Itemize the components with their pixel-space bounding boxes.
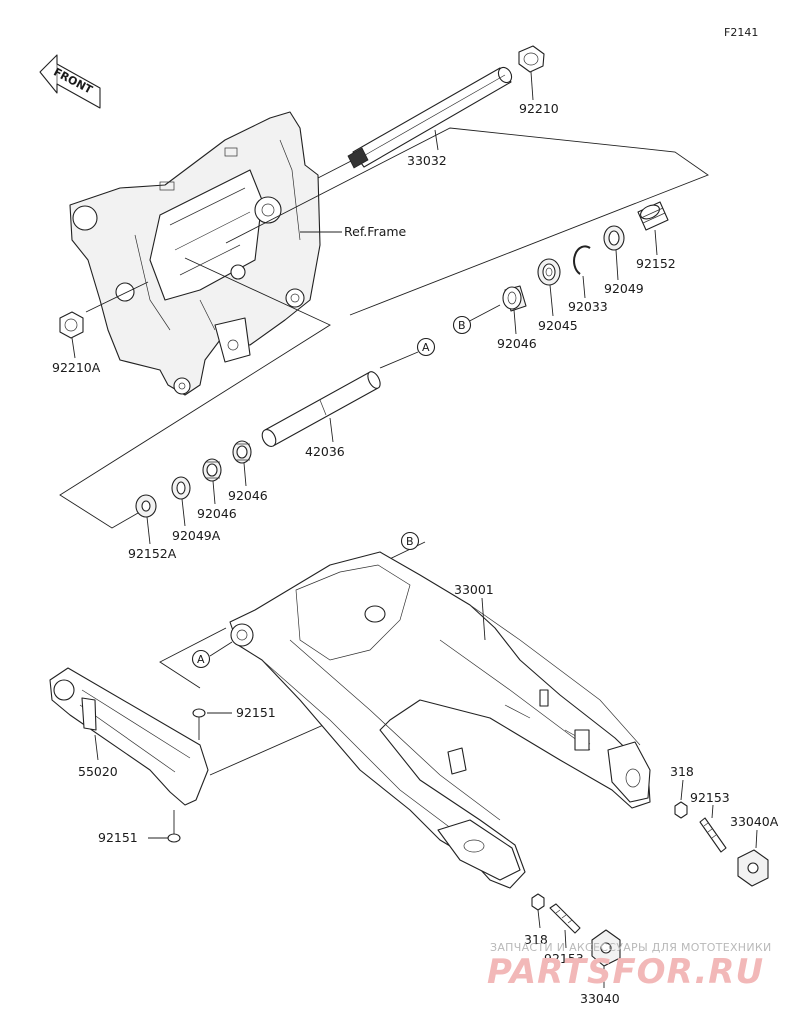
callout-a-lower-letter: A [197,653,205,666]
screw-92151-b-drawing [167,810,181,843]
part-label-92033: 92033 [568,299,608,314]
cap-92152-drawing [637,201,669,231]
callout-b-lower-letter: B [406,535,414,548]
part-label-318-a: 318 [670,764,694,779]
part-label-318-b: 318 [524,932,548,947]
part-label-92151-b: 92151 [98,830,138,845]
screw-92151-a-drawing [192,708,206,740]
part-label-92152A: 92152A [128,546,177,561]
bearing-92045-drawing [537,258,561,286]
part-label-92153-a: 92153 [690,790,730,805]
callout-a-upper-letter: A [422,341,430,354]
needle-bearing-92046-top-drawing [502,285,527,312]
callout-b-upper-letter: B [458,319,466,332]
part-label-33032: 33032 [407,153,447,168]
nut-92210-drawing [518,45,545,73]
diagram-id: F2141 [724,26,758,39]
pivot-shaft-33032-drawing [347,66,513,169]
part-label-55020: 55020 [78,764,118,779]
watermark-caption: ЗАПЧАСТИ И АКСЕССУАРЫ ДЛЯ МОТОТЕХНИКИ [490,941,772,954]
part-label-92046-top: 92046 [497,336,537,351]
swingarm-33001-drawing [229,551,651,889]
watermark-brand: PARTSFOR.RU [487,952,764,992]
reference-frame-label: Ref.Frame [344,224,407,239]
part-label-92046-b: 92046 [197,506,237,521]
main-frame-drawing [69,111,321,396]
chain-guard-55020-drawing [49,667,209,806]
front-direction-arrow-icon: FRONT [39,54,101,109]
needle-bearing-92046-b-drawing [202,458,222,482]
callout-a-lower [191,649,211,669]
part-label-33040A: 33040A [730,814,779,829]
nut-92210A-drawing [59,311,84,339]
circlip-92033-drawing [573,245,591,275]
part-label-92151-a: 92151 [236,705,276,720]
bolt-92153-b-drawing [549,903,581,934]
part-label-92045: 92045 [538,318,578,333]
callout-b-lower [400,531,420,551]
needle-bearing-92046-a-drawing [232,440,252,464]
seal-92049A-drawing [171,476,191,500]
assembly-guide-lines [59,81,709,776]
cap-92152A-drawing [135,494,157,518]
part-label-92210A: 92210A [52,360,101,375]
part-label-33001: 33001 [454,582,494,597]
adjuster-block-33040-drawing [591,929,621,967]
part-label-92153-b: 92153 [544,951,584,966]
part-label-92210: 92210 [519,101,559,116]
nut-318-b-drawing [531,893,545,911]
nut-318-a-drawing [674,801,688,819]
part-label-92049A: 92049A [172,528,221,543]
collar-42036-drawing [261,371,381,447]
adjuster-block-33040A-drawing [737,849,769,887]
part-label-92046-a: 92046 [228,488,268,503]
bolt-92153-a-drawing [699,817,727,853]
part-label-92049: 92049 [604,281,644,296]
part-label-33040: 33040 [580,991,620,1006]
callout-a-upper [416,337,436,357]
part-label-42036: 42036 [305,444,345,459]
callout-b-upper [452,315,472,335]
part-label-92152: 92152 [636,256,676,271]
seal-92049-drawing [603,225,625,251]
